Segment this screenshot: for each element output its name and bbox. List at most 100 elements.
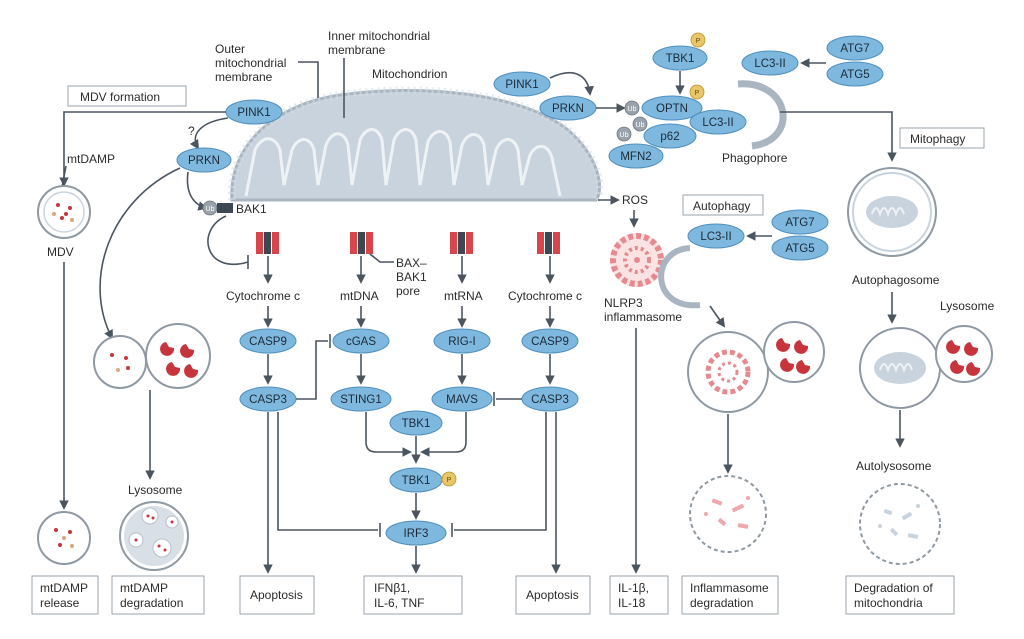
lysosome-left-label: Lysosome bbox=[128, 483, 183, 497]
inflammasome-degradation-box bbox=[681, 575, 779, 615]
mtdamp-degradation-box bbox=[111, 575, 205, 615]
il-label-1: IL-1β, bbox=[618, 581, 649, 595]
p-badge-tbk1: P bbox=[441, 471, 457, 487]
ub-badge-mfn2: Ub bbox=[616, 126, 632, 142]
svg-text:OPTN: OPTN bbox=[656, 103, 688, 115]
svg-text:RIG-I: RIG-I bbox=[448, 336, 475, 348]
ub-badge-optn: Ub bbox=[624, 100, 640, 116]
autophagy-phagophore bbox=[658, 245, 701, 309]
question-mark: ? bbox=[188, 124, 195, 138]
svg-text:ATG7: ATG7 bbox=[840, 43, 869, 55]
autolysosome-label: Autolysosome bbox=[856, 459, 932, 473]
lc3ii-a-protein: LC3-II bbox=[689, 109, 747, 135]
mdv-lysosome-fusion bbox=[93, 323, 211, 389]
phagophore-to-fusion-arrow bbox=[709, 305, 726, 328]
svg-text:STING1: STING1 bbox=[340, 394, 382, 406]
mtdamp-release-box bbox=[31, 575, 99, 615]
lysosome-degradation-vesicle bbox=[119, 501, 189, 571]
svg-text:membrane: membrane bbox=[215, 70, 273, 84]
mitophagy-box bbox=[899, 127, 985, 149]
mdv-formation-box bbox=[67, 85, 187, 107]
apoptosis-left-box bbox=[239, 575, 315, 615]
optn-protein: OPTN bbox=[641, 95, 703, 121]
svg-text:MAVS: MAVS bbox=[446, 394, 478, 406]
bak1-shape bbox=[217, 203, 233, 213]
cytokines-label-1: IFNβ1, bbox=[374, 581, 410, 595]
svg-text:LC3-II: LC3-II bbox=[702, 117, 733, 129]
tbk1-mid-protein: TBK1 bbox=[389, 410, 443, 436]
nlrp3-label-1: NLRP3 bbox=[604, 296, 643, 310]
inflammasome-degradation-vesicle bbox=[689, 475, 767, 553]
inflammasome-degradation-label-1: Inflammasome bbox=[690, 581, 769, 595]
svg-text:ATG5: ATG5 bbox=[785, 243, 814, 255]
svg-text:IRF3: IRF3 bbox=[404, 528, 429, 540]
mdv-release-vesicle bbox=[37, 511, 91, 565]
ros-label: ROS bbox=[622, 193, 648, 207]
casp3-inhibits-cgas bbox=[296, 340, 328, 400]
mitochondrion bbox=[227, 86, 604, 203]
autophagosome-vesicle bbox=[847, 167, 937, 257]
cytokines-box bbox=[363, 575, 463, 615]
bax-bak1-pore-label: BAX– BAK1 pore bbox=[369, 253, 427, 298]
svg-text:TBK1: TBK1 bbox=[402, 475, 431, 487]
pink1-to-prkn-arrow bbox=[189, 117, 229, 150]
pore-mtrna bbox=[450, 232, 473, 254]
svg-text:Outer: Outer bbox=[215, 42, 245, 56]
mfn2-protein: MFN2 bbox=[608, 143, 664, 169]
svg-text:P: P bbox=[447, 477, 452, 484]
degradation-mitochondria-label-1: Degradation of bbox=[854, 581, 933, 595]
pore-cyt-right bbox=[537, 232, 560, 254]
mtrna-label: mtRNA bbox=[444, 289, 483, 303]
svg-text:Ub: Ub bbox=[636, 122, 645, 129]
mtdamp-degradation-label-1: mtDAMP bbox=[120, 581, 168, 595]
atg5-mid-protein: ATG5 bbox=[771, 235, 829, 261]
mavs-protein: MAVS bbox=[431, 386, 493, 412]
lc3ii-mid-protein: LC3-II bbox=[687, 223, 745, 249]
cytochrome-c-left-label: Cytochrome c bbox=[226, 289, 300, 303]
mavs-to-tbk1-arrow bbox=[420, 412, 467, 457]
rigi-protein: RIG-I bbox=[433, 328, 491, 354]
apoptosis-right-box bbox=[515, 575, 591, 615]
atg5-top-protein: ATG5 bbox=[826, 61, 884, 87]
inflammasome-degradation-label-2: degradation bbox=[690, 596, 753, 610]
svg-text:CASP9: CASP9 bbox=[249, 336, 287, 348]
svg-text:MFN2: MFN2 bbox=[620, 151, 651, 163]
casp9-left-protein: CASP9 bbox=[239, 328, 297, 354]
svg-text:mitochondrial: mitochondrial bbox=[215, 56, 286, 70]
irf3-protein: IRF3 bbox=[385, 520, 447, 546]
mtdamp-degradation-label-2: degradation bbox=[120, 596, 183, 610]
mtdamp-release-label-1: mtDAMP bbox=[40, 581, 88, 595]
pore-cyt-left bbox=[256, 232, 279, 254]
prkn-left-protein: PRKN bbox=[176, 147, 232, 173]
mtdamp-label: mtDAMP bbox=[67, 152, 115, 166]
tbk1-top-protein: TBK1 bbox=[652, 45, 708, 71]
svg-text:P: P bbox=[696, 38, 701, 45]
mtdamp-release-label-2: release bbox=[40, 596, 80, 610]
nlrp3-label-2: inflammasome bbox=[604, 310, 682, 324]
svg-text:ATG5: ATG5 bbox=[840, 69, 869, 81]
mitophagy-phagophore bbox=[737, 80, 787, 150]
svg-text:PRKN: PRKN bbox=[552, 103, 584, 115]
atg7-top-protein: ATG7 bbox=[826, 35, 884, 61]
lysosome-right-label: Lysosome bbox=[940, 299, 995, 313]
svg-text:PINK1: PINK1 bbox=[505, 79, 538, 91]
autophagy-box bbox=[682, 194, 764, 216]
cgas-protein: cGAS bbox=[332, 328, 390, 354]
svg-text:p62: p62 bbox=[660, 131, 679, 143]
mdv-vesicle bbox=[37, 185, 91, 239]
svg-text:TBK1: TBK1 bbox=[666, 53, 695, 65]
svg-text:membrane: membrane bbox=[328, 43, 386, 57]
svg-text:CASP3: CASP3 bbox=[249, 394, 287, 406]
svg-text:P: P bbox=[695, 90, 700, 97]
prkn-to-lysosome-arrow bbox=[99, 167, 181, 340]
svg-text:LC3-II: LC3-II bbox=[754, 58, 785, 70]
pink1-top-protein: PINK1 bbox=[493, 71, 551, 97]
phagophore-to-autophagosome-arrow bbox=[780, 111, 897, 162]
cytochrome-c-right-label: Cytochrome c bbox=[508, 289, 582, 303]
pink1-to-prkn-top-arrow bbox=[549, 72, 594, 96]
il-label-2: IL-18 bbox=[618, 596, 646, 610]
pink1-to-mdv-arrow bbox=[59, 111, 226, 187]
inflammasome-lysosome-fusion bbox=[687, 321, 825, 413]
prkn-to-ub-arrow bbox=[186, 171, 208, 211]
